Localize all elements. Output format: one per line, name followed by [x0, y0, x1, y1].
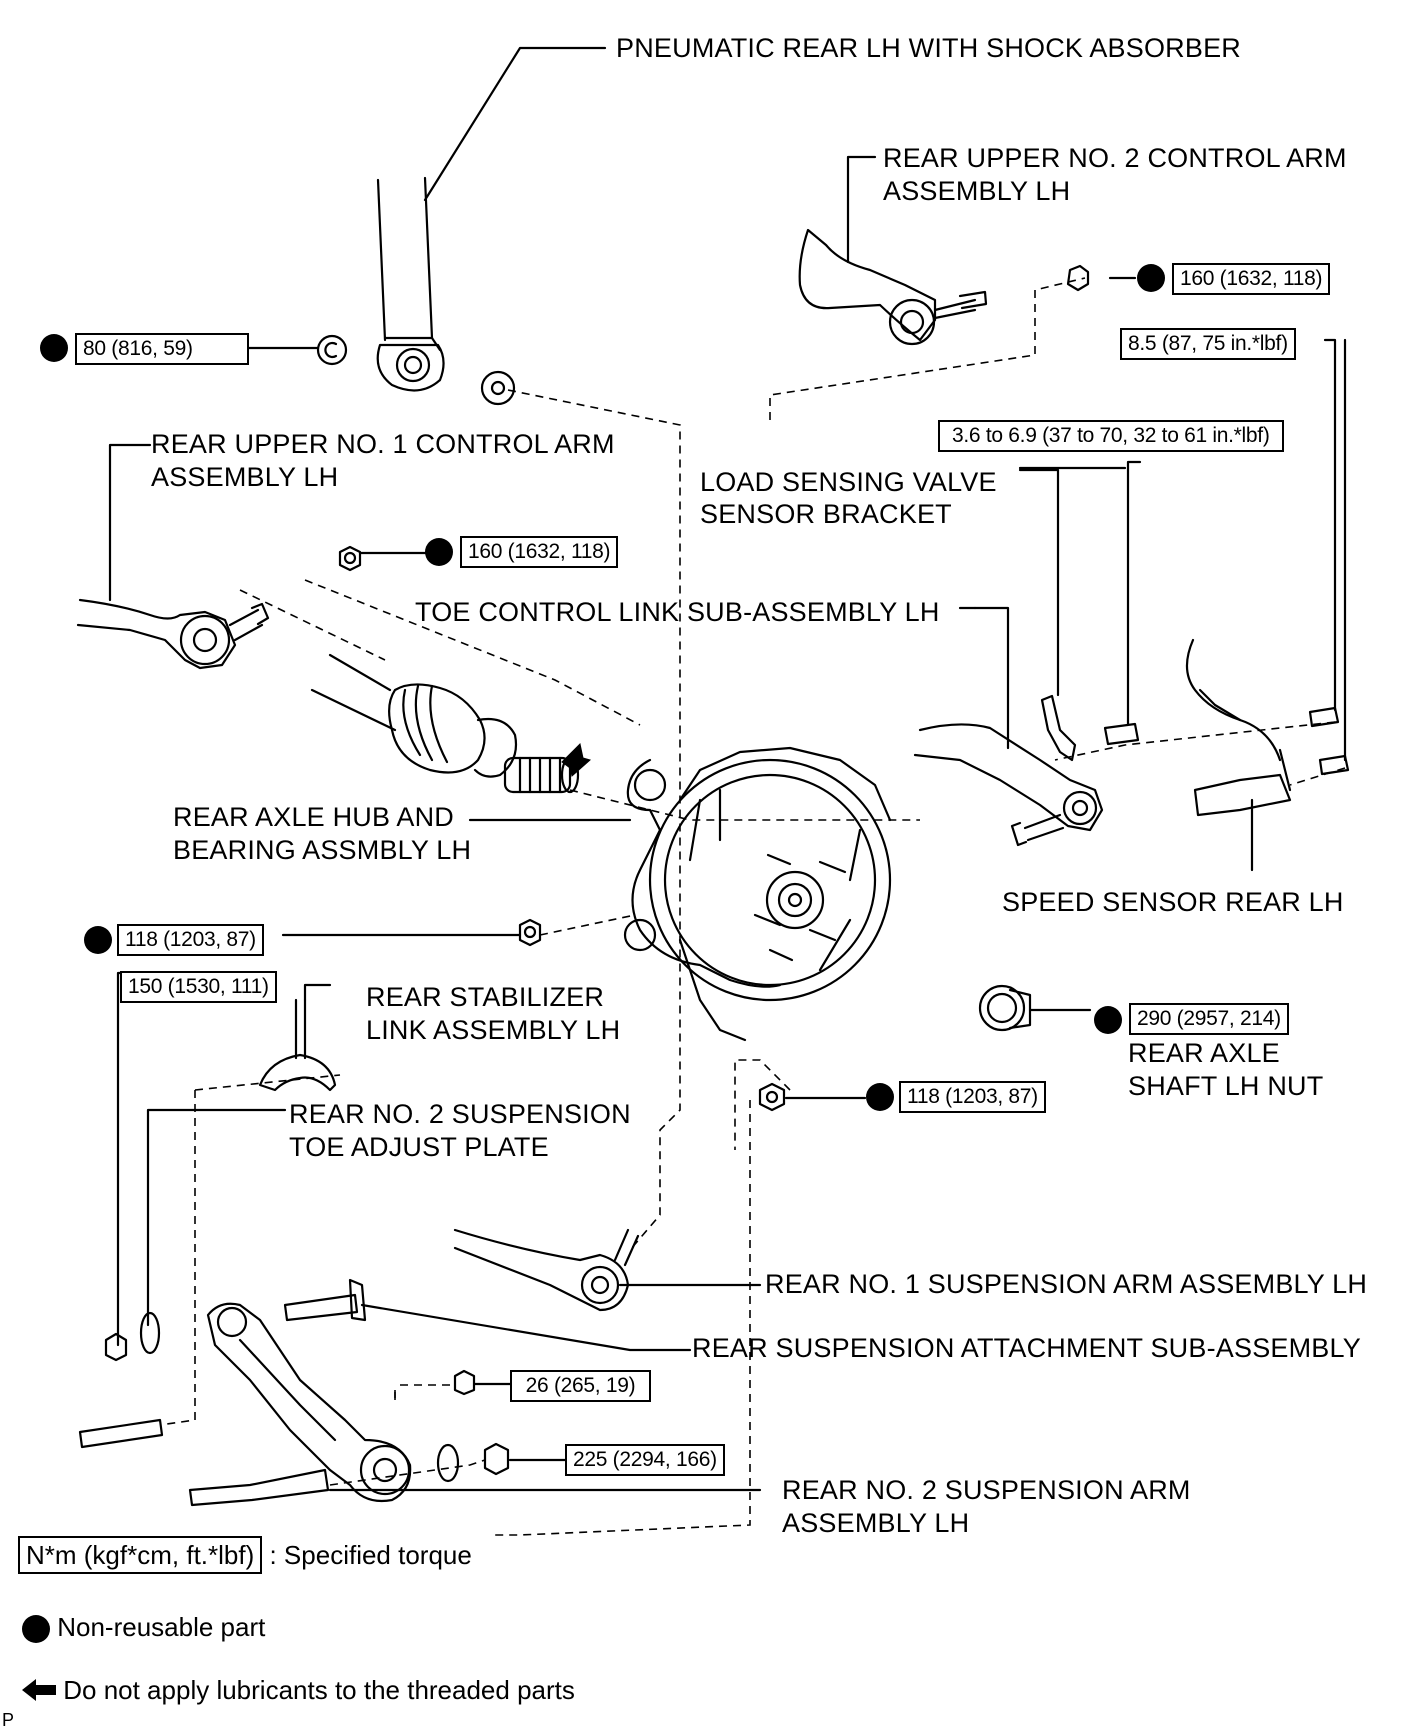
torque-bracket-bolt: 3.6 to 6.9 (37 to 70, 32 to 61 in.*lbf) [938, 420, 1284, 452]
speed-sensor-part [1185, 638, 1292, 872]
label-attachment: REAR SUSPENSION ATTACHMENT SUB-ASSEMBLY [692, 1333, 1361, 1363]
drive-shaft-part [310, 653, 580, 794]
label-axle-nut-2: SHAFT LH NUT [1128, 1071, 1324, 1101]
label-stabilizer-link-2: LINK ASSEMBLY LH [366, 1015, 621, 1045]
label-toe-adjust-plate-2: TOE ADJUST PLATE [289, 1132, 549, 1162]
corner-mark: P [2, 1710, 15, 1730]
label-no2-suspension-arm-2: ASSEMBLY LH [782, 1508, 970, 1538]
label-toe-control-link: TOE CONTROL LINK SUB-ASSEMBLY LH [415, 597, 940, 627]
label-upper-no1-arm-1: REAR UPPER NO. 1 CONTROL ARM [151, 429, 615, 459]
torque-sensor-bolt: 8.5 (87, 75 in.*lbf) [1120, 328, 1296, 360]
label-load-sensing-1: LOAD SENSING VALVE [700, 467, 997, 497]
label-stabilizer-link-1: REAR STABILIZER [366, 982, 605, 1012]
rear-no1-arm-part [453, 1228, 762, 1312]
non-reusable-dot-icon [1137, 264, 1165, 292]
torque-axle-nut: 290 (2957, 214) [1129, 1003, 1289, 1035]
non-reusable-dot-icon [22, 1615, 50, 1644]
torque-shock-nut: 80 (816, 59) [75, 333, 249, 365]
non-reusable-dot-icon [40, 334, 68, 362]
torque-toe-plate-nut: 150 (1530, 111) [120, 971, 277, 1003]
label-speed-sensor: SPEED SENSOR REAR LH [1002, 887, 1344, 917]
load-sensing-bracket-part [1018, 468, 1077, 762]
torque-hub-upper-nut: 118 (1203, 87) [117, 924, 264, 956]
legend-no-lube-text: Do not apply lubricants to the threaded … [63, 1675, 575, 1705]
non-reusable-dot-icon [84, 926, 112, 954]
torque-hub-lower-nut: 118 (1203, 87) [899, 1081, 1046, 1113]
left-arrow-icon [561, 742, 592, 777]
label-shock-absorber: PNEUMATIC REAR LH WITH SHOCK ABSORBER [616, 33, 1241, 63]
label-axle-hub-1: REAR AXLE HUB AND [173, 802, 454, 832]
label-upper-no2-arm-1: REAR UPPER NO. 2 CONTROL ARM [883, 143, 1347, 173]
non-reusable-dot-icon [1094, 1006, 1122, 1034]
stabilizer-link-part [258, 983, 337, 1092]
legend-non-reusable-text: Non-reusable part [57, 1612, 266, 1642]
legend-no-lube: Do not apply lubricants to the threaded … [22, 1673, 575, 1709]
torque-attachment-nut: 26 (265, 19) [510, 1370, 651, 1402]
non-reusable-dot-icon [866, 1083, 894, 1111]
toe-control-link-part [913, 606, 1104, 847]
non-reusable-dot-icon [425, 538, 453, 566]
torque-upper1-nut: 160 (1632, 118) [460, 536, 619, 568]
axle-hub-knuckle-part [623, 746, 892, 1042]
rear-no2-arm-part [206, 1302, 412, 1503]
label-upper-no1-arm-2: ASSEMBLY LH [151, 462, 339, 492]
label-axle-nut-1: REAR AXLE [1128, 1038, 1280, 1068]
label-no2-suspension-arm-1: REAR NO. 2 SUSPENSION ARM [782, 1475, 1191, 1505]
left-arrow-icon [22, 1675, 56, 1709]
legend-unit-box: N*m (kgf*cm, ft.*lbf) [18, 1536, 263, 1574]
shock-absorber-part [376, 46, 607, 392]
label-upper-no2-arm-2: ASSEMBLY LH [883, 176, 1071, 206]
torque-no2-arm-nut: 225 (2294, 166) [565, 1444, 725, 1476]
legend-specified-torque: N*m (kgf*cm, ft.*lbf) : Specified torque [18, 1536, 472, 1574]
upper-no1-arm-part [76, 443, 270, 670]
legend-non-reusable: Non-reusable part [22, 1610, 265, 1644]
label-no1-suspension-arm: REAR NO. 1 SUSPENSION ARM ASSEMBLY LH [765, 1269, 1368, 1299]
legend-unit-text: : Specified torque [269, 1540, 472, 1570]
label-axle-hub-2: BEARING ASSMBLY LH [173, 835, 472, 865]
label-load-sensing-2: SENSOR BRACKET [700, 499, 952, 529]
upper-no2-arm-part [798, 155, 988, 346]
axle-shaft-nut-part [978, 984, 1092, 1032]
label-toe-adjust-plate-1: REAR NO. 2 SUSPENSION [289, 1099, 631, 1129]
torque-upper2-nut: 160 (1632, 118) [1172, 263, 1331, 295]
